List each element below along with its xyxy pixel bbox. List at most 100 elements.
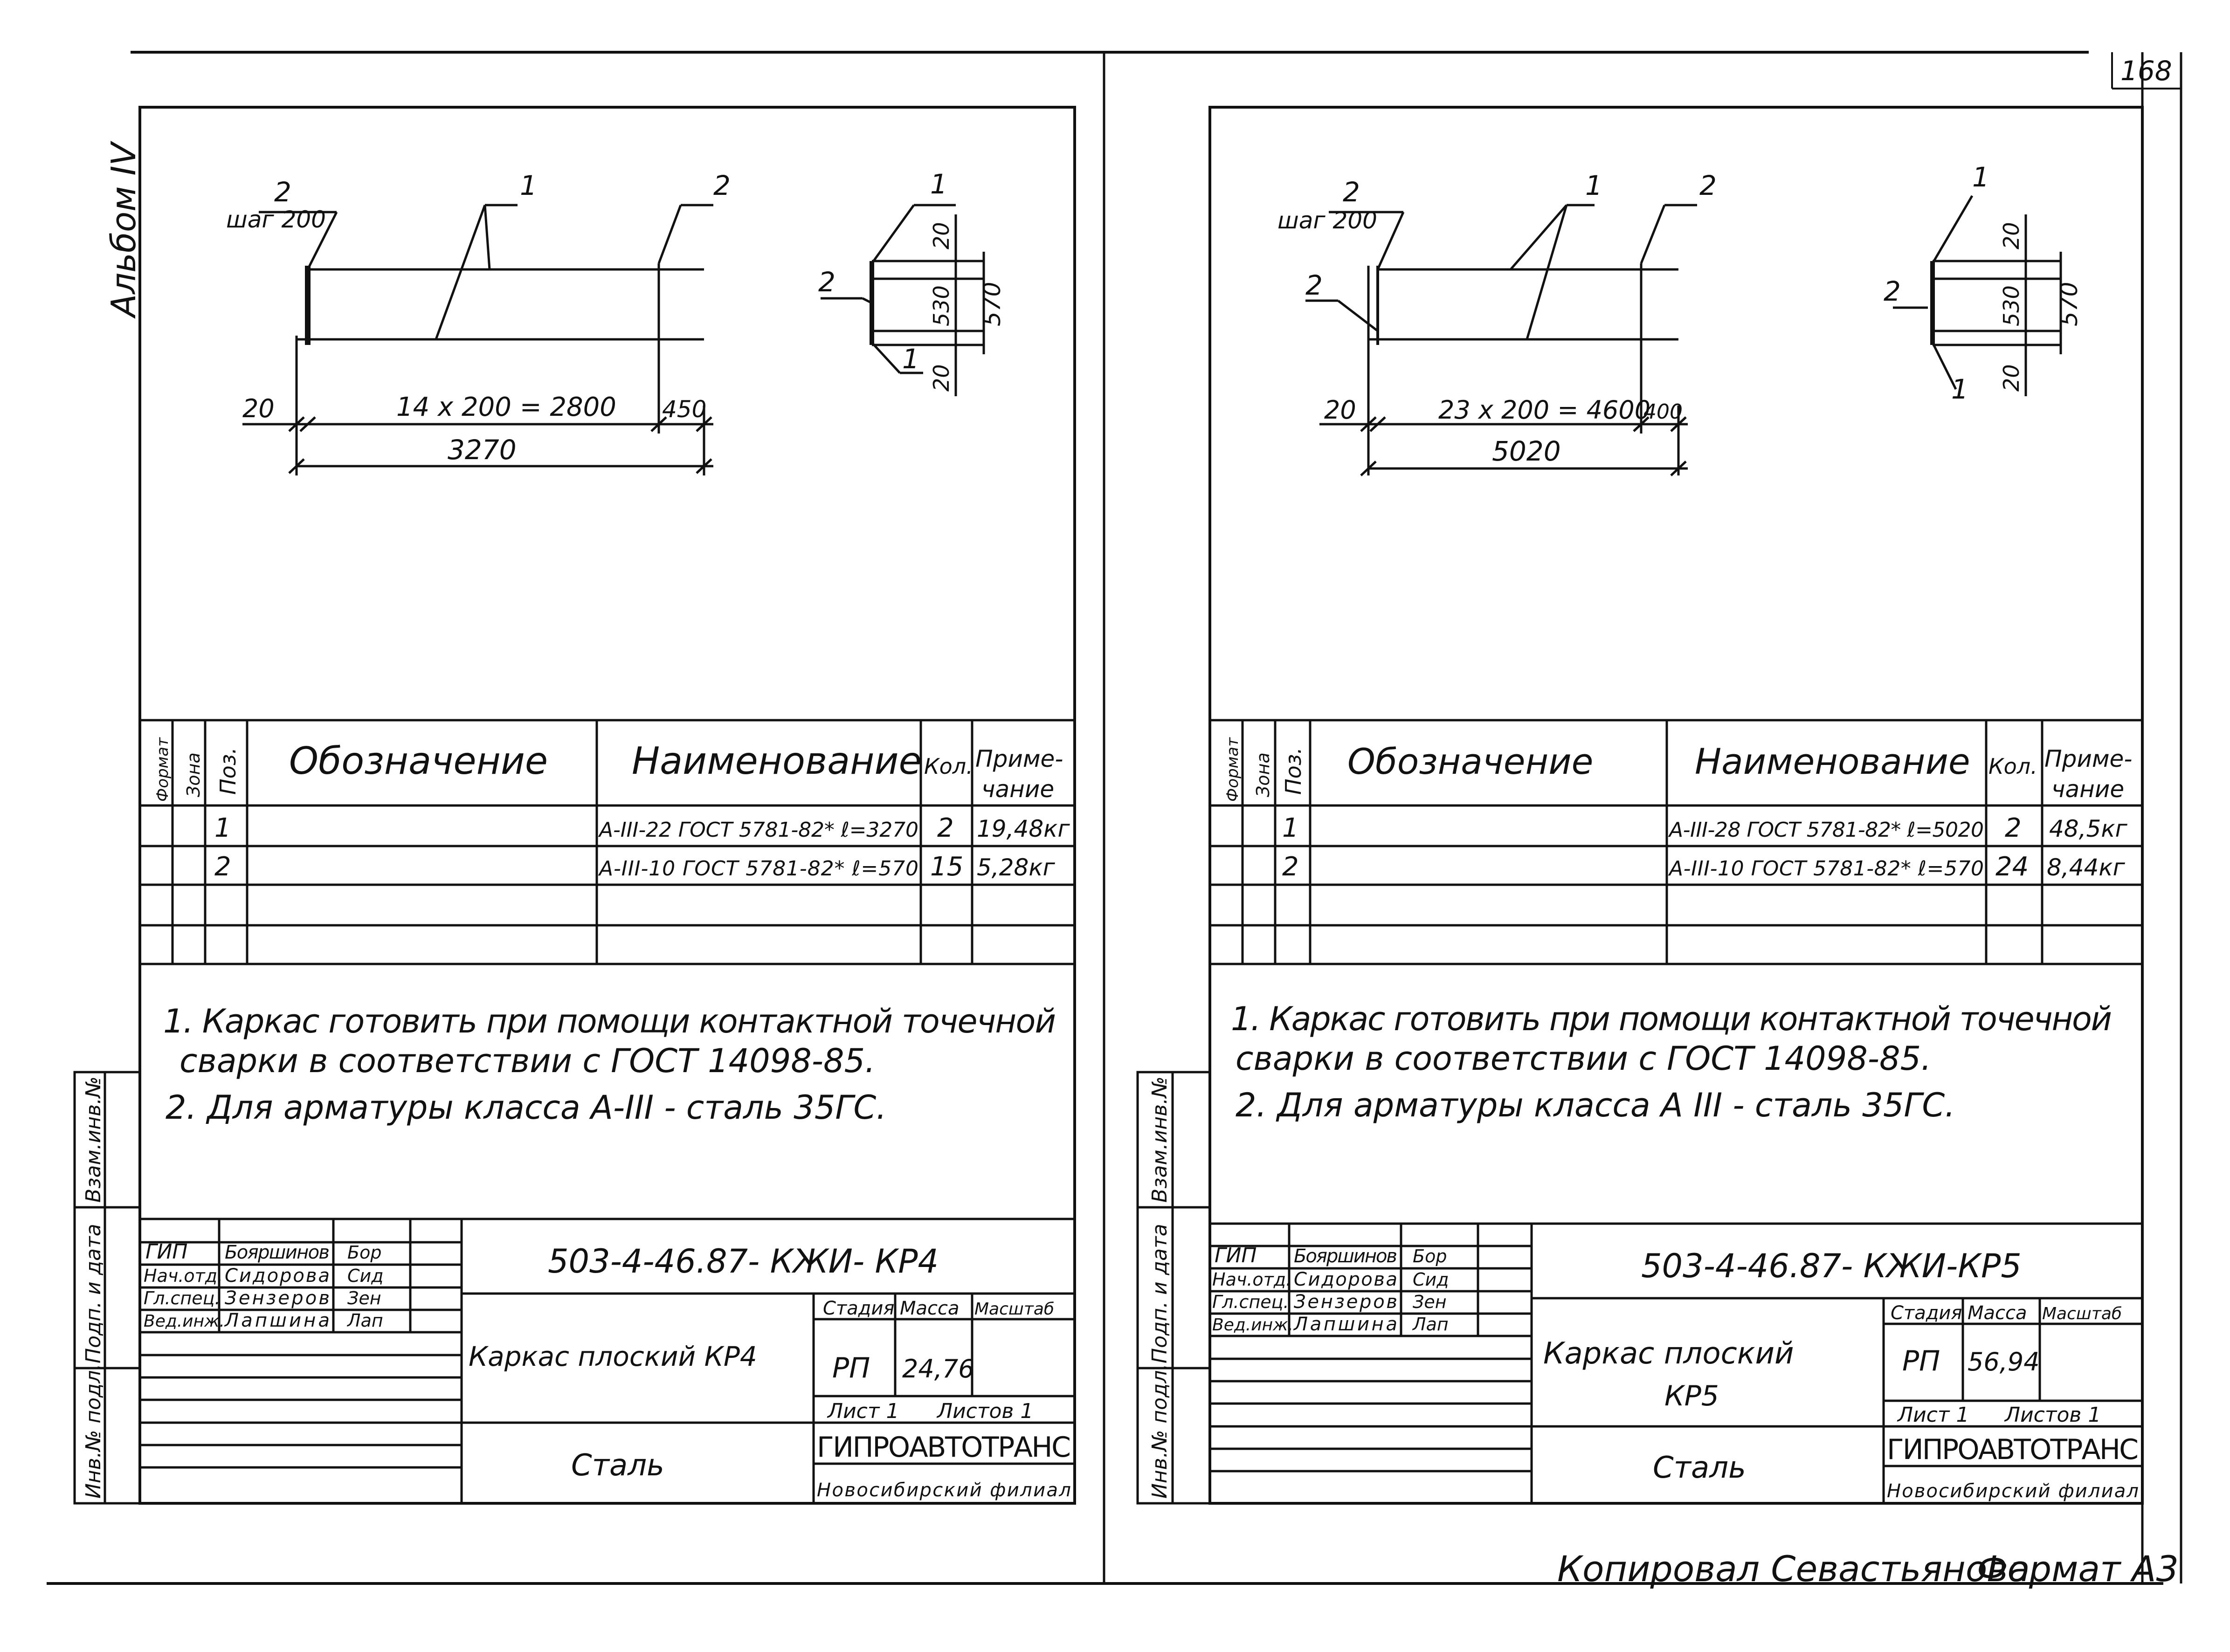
spec-cell-poz: 1: [1282, 813, 1299, 843]
sheet-kp5: 2 шаг 200 1 2 2 20 23 х 200 = 4600 400 5…: [1136, 106, 2144, 1505]
kp5-header-zona: Зона: [1253, 752, 1273, 797]
footer-copied: Копировал Севастьянова: [1557, 1548, 2030, 1590]
kp5-section: [1893, 195, 2062, 396]
kp4-section-callout-1-bottom: 1: [902, 343, 919, 375]
person-3: Зензеров: [1294, 1291, 1397, 1313]
role-nach-otd: Нач.отд.: [144, 1266, 223, 1286]
kp4-dim-mid: 14 х 200 = 2800: [396, 392, 616, 422]
kp4-header-qty: Кол.: [924, 754, 973, 779]
kp4-stamp-inv: Инв.№ подл.: [82, 1363, 105, 1499]
kp5-header-qty: Кол.: [1988, 754, 2037, 779]
spec-cell-poz: 2: [214, 852, 231, 882]
kp5-material: Сталь: [1653, 1451, 1746, 1485]
page-number: 168: [2120, 55, 2172, 87]
role-gl-spec: Гл.спец.: [144, 1288, 221, 1308]
kp5-header-name: Наименование: [1695, 741, 1970, 782]
kp4-note-2: 2. Для арматуры класса А-III - сталь 35Г…: [166, 1088, 887, 1127]
kp5-spec-row-1: 1 А-III-28 ГОСТ 5781-82* ℓ=5020 2 48,5кг: [1282, 813, 2128, 843]
kp4-callout-1: 1: [520, 170, 537, 201]
kp5-sheets-label: Листов 1: [2004, 1403, 2101, 1427]
kp5-callout-2-left: 2: [1343, 176, 1360, 208]
kp4-material: Сталь: [571, 1448, 664, 1483]
spec-cell-note: 19,48кг: [977, 815, 1070, 842]
kp4-section-callout-1-top: 1: [930, 168, 947, 200]
kp4-spec-row-2: 2 А-III-10 ГОСТ 5781-82* ℓ=570 15 5,28кг: [214, 852, 1056, 882]
person-2: Сидорова: [1294, 1269, 1397, 1290]
spec-cell-note: 8,44кг: [2047, 854, 2126, 881]
role-ved-inzh: Вед.инж.: [1212, 1315, 1293, 1335]
role-nach-otd: Нач.отд.: [1212, 1269, 1291, 1290]
kp4-stamp-vzam: Взам.инв.№: [82, 1076, 105, 1203]
signature-4: Лап: [346, 1310, 383, 1331]
signature-2: Сид: [1413, 1269, 1449, 1290]
kp5-section-dim-530: 530: [1999, 285, 2024, 326]
kp5-dim-left: 20: [1324, 395, 1356, 425]
role-ved-inzh: Вед.инж.: [144, 1312, 225, 1331]
kp4-branch: Новосибирский филиал: [817, 1480, 1071, 1501]
kp5-spec-row-2: 2 А-III-10 ГОСТ 5781-82* ℓ=570 24 8,44кг: [1282, 852, 2126, 882]
signature-1: Бор: [1413, 1246, 1447, 1267]
spec-cell-poz: 1: [214, 813, 231, 843]
kp5-dim-total: 5020: [1492, 435, 1561, 467]
kp5-side-stamp: [1136, 1071, 1211, 1505]
kp4-note-1b: сварки в соответствии с ГОСТ 14098-85.: [180, 1042, 875, 1080]
kp5-dim-right: 400: [1643, 400, 1683, 424]
kp5-dim-mid: 23 х 200 = 4600: [1438, 395, 1650, 425]
kp5-header-designation: Обозначение: [1347, 741, 1593, 782]
kp4-header-format: Формат: [153, 737, 172, 802]
kp5-title-1: Каркас плоский: [1543, 1336, 1794, 1371]
person-4: Лапшина: [1293, 1314, 1397, 1335]
spec-cell-qty: 2: [2005, 813, 2022, 843]
kp5-note-1: 1. Каркас готовить при помощи контактной…: [1231, 1000, 2112, 1038]
kp4-section-dim-530: 530: [929, 285, 954, 326]
kp4-section: [821, 204, 985, 396]
spec-cell-note: 48,5кг: [2049, 815, 2128, 842]
signature-3: Зен: [1413, 1292, 1447, 1312]
kp5-header-note-1: Приме-: [2044, 745, 2132, 772]
role-gip: ГИП: [145, 1240, 188, 1264]
signature-3: Зен: [347, 1288, 381, 1308]
kp4-stamp-podp: Подп. и дата: [82, 1224, 105, 1363]
kp4-mass-label: Масса: [900, 1298, 960, 1319]
kp5-header-note-2: чание: [2051, 776, 2124, 803]
kp5-callout-1: 1: [1585, 170, 1602, 201]
kp4-dim-left: 20: [242, 394, 275, 423]
person-4: Лапшина: [224, 1310, 330, 1331]
kp5-title-roles: ГИП Нач.отд. Гл.спец. Вед.инж. Бояршинов…: [1212, 1244, 1449, 1335]
kp4-stage: РП: [832, 1352, 870, 1384]
signature-2: Сид: [347, 1266, 384, 1286]
spec-cell-name: А-III-22 ГОСТ 5781-82* ℓ=3270: [598, 818, 918, 842]
kp4-code: 503-4-46.87- КЖИ- КР4: [548, 1242, 939, 1280]
kp4-step-label: шаг 200: [226, 206, 326, 233]
kp5-callout-2-right: 2: [1699, 170, 1717, 201]
spec-cell-name: А-III-28 ГОСТ 5781-82* ℓ=5020: [1668, 818, 1984, 842]
kp4-spec-table: [140, 719, 1075, 965]
kp4-sheets-label: Листов 1: [936, 1399, 1033, 1423]
kp4-sheet-label: Лист 1: [827, 1399, 899, 1423]
album-label: Альбом IV: [104, 140, 143, 319]
kp5-code: 503-4-46.87- КЖИ-КР5: [1641, 1247, 2022, 1285]
kp4-section-dim-20-top: 20: [929, 222, 954, 249]
kp4-header-note-2: чание: [981, 776, 1054, 803]
kp4-spec-row-1: 1 А-III-22 ГОСТ 5781-82* ℓ=3270 2 19,48к…: [214, 813, 1070, 843]
kp4-section-dim-570: 570: [979, 282, 1006, 326]
kp5-title-2: КР5: [1664, 1380, 1719, 1412]
kp5-callout-2-extra: 2: [1305, 269, 1323, 301]
kp4-title-roles: ГИП Нач.отд. Гл.спец. Вед.инж. Бояршинов…: [144, 1240, 384, 1331]
signature-4: Лап: [1412, 1314, 1449, 1335]
kp5-org: ГИПРОАВТОТРАНС: [1887, 1433, 2139, 1466]
kp4-section-callout-2: 2: [818, 266, 835, 298]
kp4-mass: 24,76: [902, 1354, 974, 1384]
person-1: Бояршинов: [225, 1242, 330, 1263]
kp5-mass-label: Масса: [1968, 1302, 2027, 1324]
kp5-section-dim-570: 570: [2056, 282, 2083, 326]
kp5-section-callout-1-top: 1: [1972, 161, 1989, 193]
kp4-callout-2-left: 2: [274, 176, 291, 208]
kp5-plan: [1305, 204, 1697, 476]
kp4-header-name: Наименование: [632, 739, 922, 783]
kp4-org: ГИПРОАВТОТРАНС: [817, 1431, 1071, 1464]
kp4-stage-label: Стадия: [823, 1298, 894, 1319]
kp5-stage: РП: [1902, 1345, 1940, 1377]
kp5-stamp-podp: Подп. и дата: [1148, 1224, 1172, 1363]
